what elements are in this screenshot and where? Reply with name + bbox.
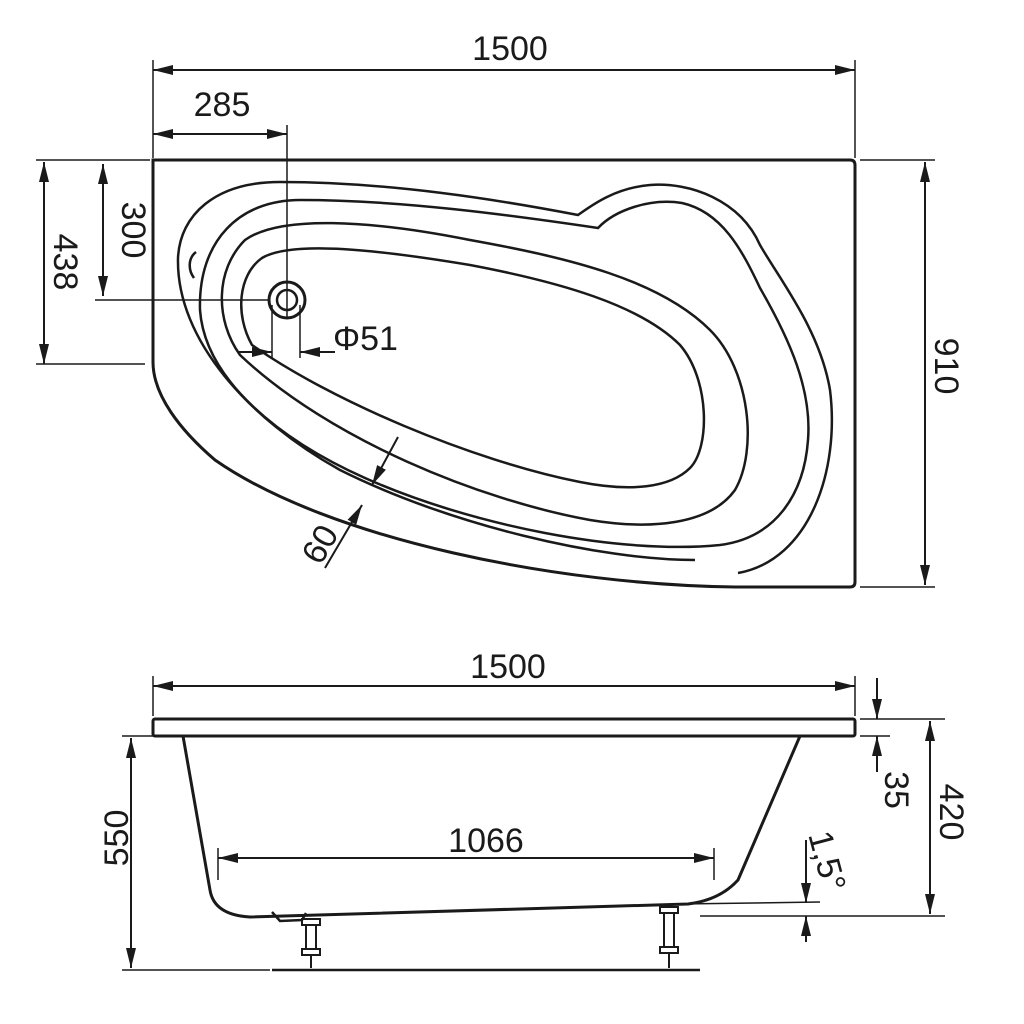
dim-label-drain-diameter: Φ51 bbox=[333, 320, 398, 358]
overflow-icon bbox=[188, 251, 197, 279]
basin-inner-line bbox=[240, 247, 706, 489]
side-body bbox=[181, 735, 802, 919]
dim-label-side-length: 1500 bbox=[470, 648, 546, 686]
dim-label-drain-x: 285 bbox=[194, 86, 251, 124]
plan-view: 1500 285 300 438 910 Φ51 60 bbox=[36, 30, 965, 589]
dim-line-rim-width bbox=[371, 436, 399, 486]
dim-label-overall-length: 1500 bbox=[472, 30, 548, 68]
dim-line-rim-width bbox=[324, 504, 363, 569]
ext-line bbox=[679, 901, 821, 905]
dim-label-width: 910 bbox=[927, 338, 965, 395]
basin-outer-line bbox=[220, 221, 749, 526]
dim-label-tub-height: 420 bbox=[932, 784, 970, 841]
dim-label-corner-depth: 438 bbox=[46, 234, 84, 291]
leg-left bbox=[301, 918, 321, 968]
side-drain-stub bbox=[271, 911, 308, 923]
plan-outline bbox=[151, 158, 857, 589]
rim-inner-line bbox=[198, 198, 810, 549]
dim-label-bottom-length: 1066 bbox=[448, 822, 524, 860]
rim-outer-line bbox=[176, 180, 834, 575]
dim-label-rim-thickness: 35 bbox=[877, 771, 915, 809]
dim-label-total-height: 550 bbox=[98, 810, 136, 867]
side-view: 1500 1066 550 35 420 1,5° bbox=[98, 648, 970, 972]
dim-label-drain-y: 300 bbox=[114, 202, 152, 259]
dim-label-angle: 60 bbox=[295, 519, 347, 571]
side-rim bbox=[151, 717, 857, 738]
dim-label-floor-slope: 1,5° bbox=[800, 827, 852, 896]
leg-right bbox=[659, 906, 679, 968]
